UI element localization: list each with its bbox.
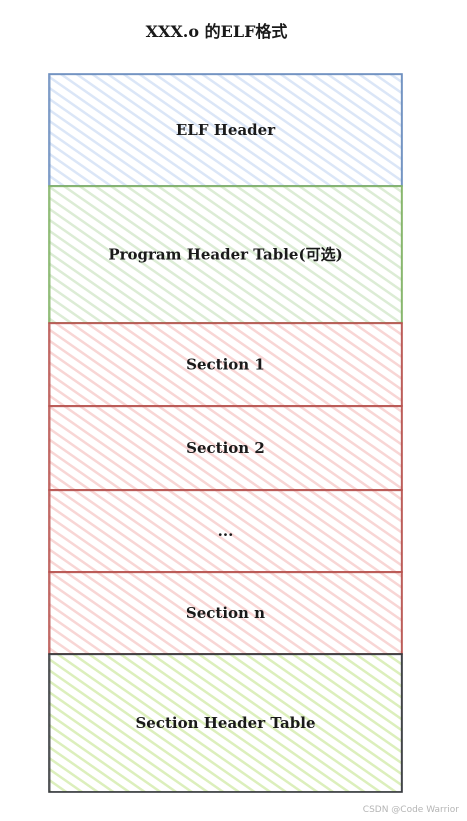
block-section-1: Section 1 xyxy=(48,322,403,407)
block-program-header-table: Program Header Table(可选) xyxy=(48,185,403,324)
block-label: Section 2 xyxy=(186,439,265,457)
block-section-2: Section 2 xyxy=(48,405,403,491)
block-label: Section n xyxy=(186,604,265,622)
block-box xyxy=(48,185,403,324)
block-box xyxy=(48,489,403,573)
block-box xyxy=(48,653,403,793)
block-label: ... xyxy=(218,522,234,540)
block-label: ELF Header xyxy=(176,121,276,139)
block-label: Program Header Table(可选) xyxy=(108,246,342,264)
block-box xyxy=(48,73,403,187)
block-box xyxy=(48,571,403,655)
diagram-title: XXX.o 的ELF格式 xyxy=(145,22,288,41)
watermark: CSDN @Code Warrior xyxy=(362,805,459,815)
block-section-header-table: Section Header Table xyxy=(48,653,403,793)
block-label: Section Header Table xyxy=(135,714,315,732)
block-section-n: Section n xyxy=(48,571,403,655)
block-section-ellipsis: ... xyxy=(48,489,403,573)
block-elf-header: ELF Header xyxy=(48,73,403,187)
block-sketch-outline xyxy=(49,654,402,792)
block-box xyxy=(48,322,403,407)
block-label: Section 1 xyxy=(186,356,265,374)
